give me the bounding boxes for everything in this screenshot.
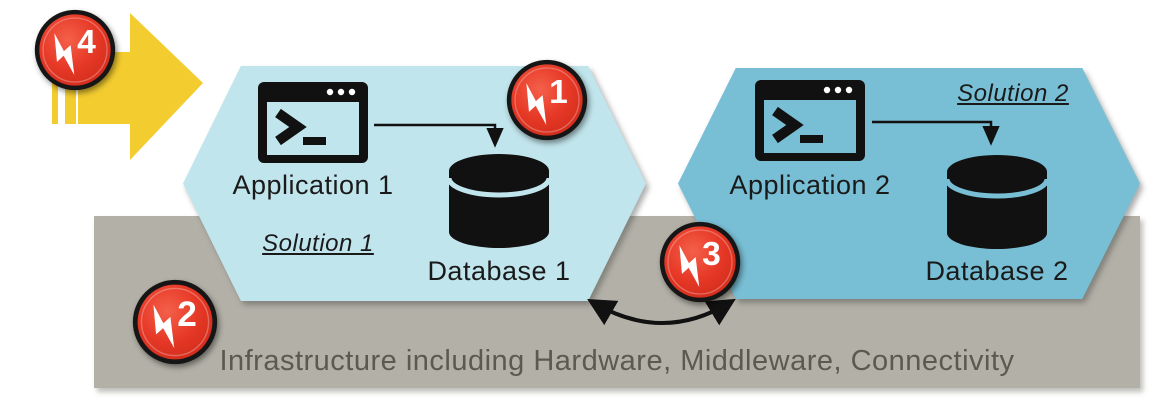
issue-badge-4: 4 [34, 9, 116, 96]
database-cylinder-icon [446, 153, 552, 255]
issue-badge-3: 3 [659, 221, 741, 308]
badge-number: 4 [77, 24, 96, 61]
lightning-bolt-icon [679, 245, 700, 287]
lightning-bolt-icon [54, 33, 75, 75]
database-1-label: Database 1 [427, 256, 571, 286]
lightning-bolt-icon [153, 304, 175, 349]
issue-badge-1: 1 [506, 59, 588, 146]
database-cylinder-icon [944, 154, 1050, 256]
badge-number: 1 [549, 74, 568, 111]
solution-2-hexagon: Application 2 Solution 2 Database 2 [678, 68, 1140, 299]
database-2-label: Database 2 [925, 256, 1069, 286]
application-2-label: Application 2 [729, 170, 891, 200]
terminal-window-icon [755, 80, 865, 166]
application-1-label: Application 1 [232, 170, 394, 200]
solution-1-label: Solution 1 [262, 230, 374, 257]
badge-number: 3 [702, 236, 721, 273]
terminal-window-icon [258, 82, 368, 168]
lightning-bolt-icon [526, 83, 547, 125]
badge-number: 2 [177, 295, 197, 334]
solution-2-label: Solution 2 [957, 80, 1069, 107]
issue-badge-2: 2 [132, 279, 218, 370]
infrastructure-label: Infrastructure including Hardware, Middl… [219, 345, 1015, 377]
